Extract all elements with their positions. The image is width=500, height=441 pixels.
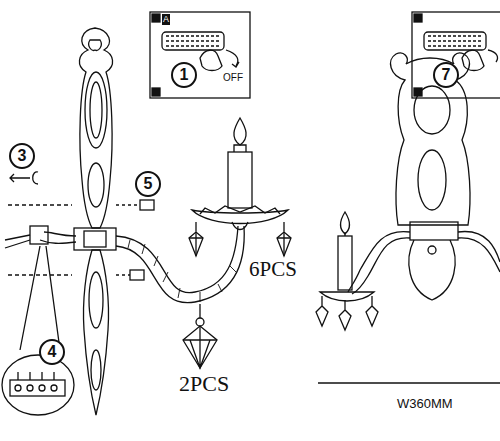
part-label: 6PCS [248,258,298,281]
callout-number-text: 7 [442,67,451,83]
front-view [316,53,500,383]
callout-number: 1 [171,62,197,88]
callout-number-text: 1 [180,67,189,83]
part-label: OFF [222,72,244,84]
callout-number-text: 3 [18,148,27,164]
callout-number: 5 [135,171,161,197]
candle-cup [192,118,288,230]
panel-letter: A [162,14,170,25]
callout-number: 3 [9,143,35,169]
arm [116,226,244,303]
callout-number: 7 [433,62,459,88]
callout-number-text: 5 [144,176,153,192]
switch-panel [412,12,500,98]
part-label: 2PCS [178,372,230,396]
backplate [74,28,116,415]
callout-number-text: 4 [48,344,57,360]
wiring [2,226,76,415]
dimension-label: W360MM [396,396,454,411]
callout-number: 4 [39,339,65,365]
crystal-pendant [183,222,291,368]
screws [8,172,154,280]
switch-panel [150,12,250,98]
